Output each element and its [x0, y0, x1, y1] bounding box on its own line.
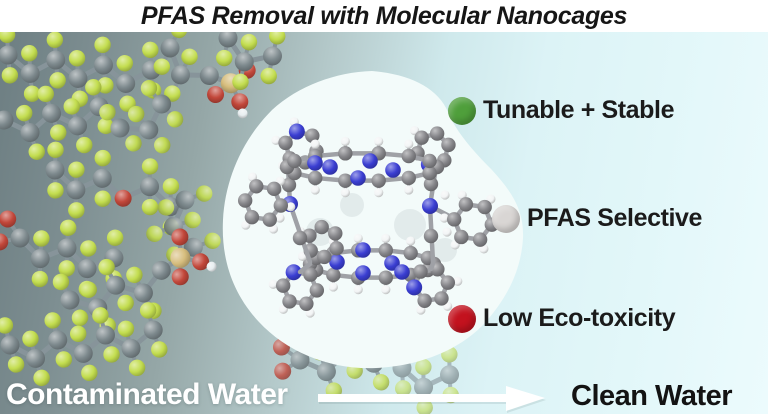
feature-tunable-stable: Tunable + Stable	[448, 96, 675, 125]
pfas-molecule	[99, 79, 184, 154]
clean-water-label: Clean Water	[571, 380, 733, 412]
feature-label: Low Eco-toxicity	[483, 304, 676, 332]
contaminated-water-label: Contaminated Water	[6, 378, 288, 411]
pfas-molecule	[0, 26, 162, 112]
green-dot-icon	[448, 96, 476, 125]
feature-label: PFAS Selective	[527, 204, 703, 232]
page-title: PFAS Removal with Molecular Nanocages	[140, 1, 628, 30]
nanocage-molecule	[237, 117, 500, 318]
flow-arrow-icon	[318, 386, 545, 411]
feature-label: Tunable + Stable	[483, 96, 675, 124]
feature-pfas-selective: PFAS Selective	[492, 204, 702, 233]
title-banner: PFAS Removal with Molecular Nanocages	[0, 0, 768, 32]
pfas-molecule	[0, 302, 168, 387]
gray-dot-icon	[492, 204, 520, 233]
red-dot-icon	[448, 304, 476, 333]
feature-low-ecotoxicity: Low Eco-toxicity	[448, 304, 676, 333]
